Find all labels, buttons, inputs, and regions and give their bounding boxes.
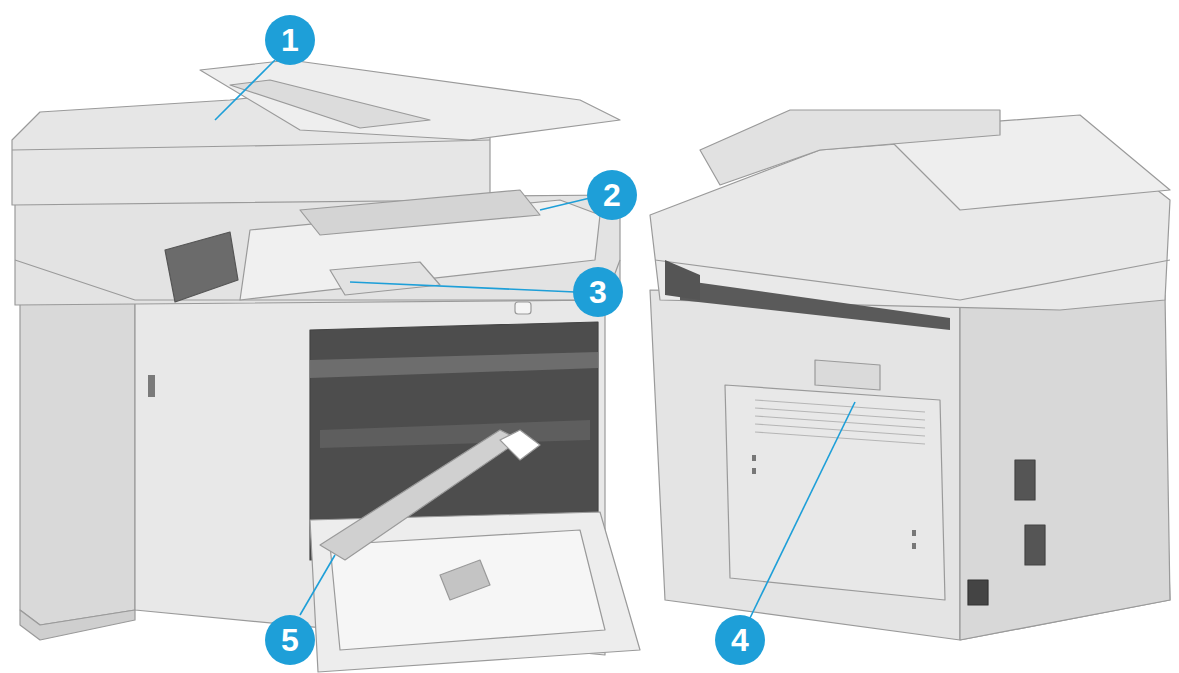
callout-number: 5 [265, 615, 315, 665]
callout-number: 2 [587, 170, 637, 220]
callout-number: 4 [715, 615, 765, 665]
callout-number: 1 [265, 15, 315, 65]
callout-number: 3 [573, 267, 623, 317]
leader-lines [215, 60, 855, 618]
callout-circles [265, 15, 765, 665]
